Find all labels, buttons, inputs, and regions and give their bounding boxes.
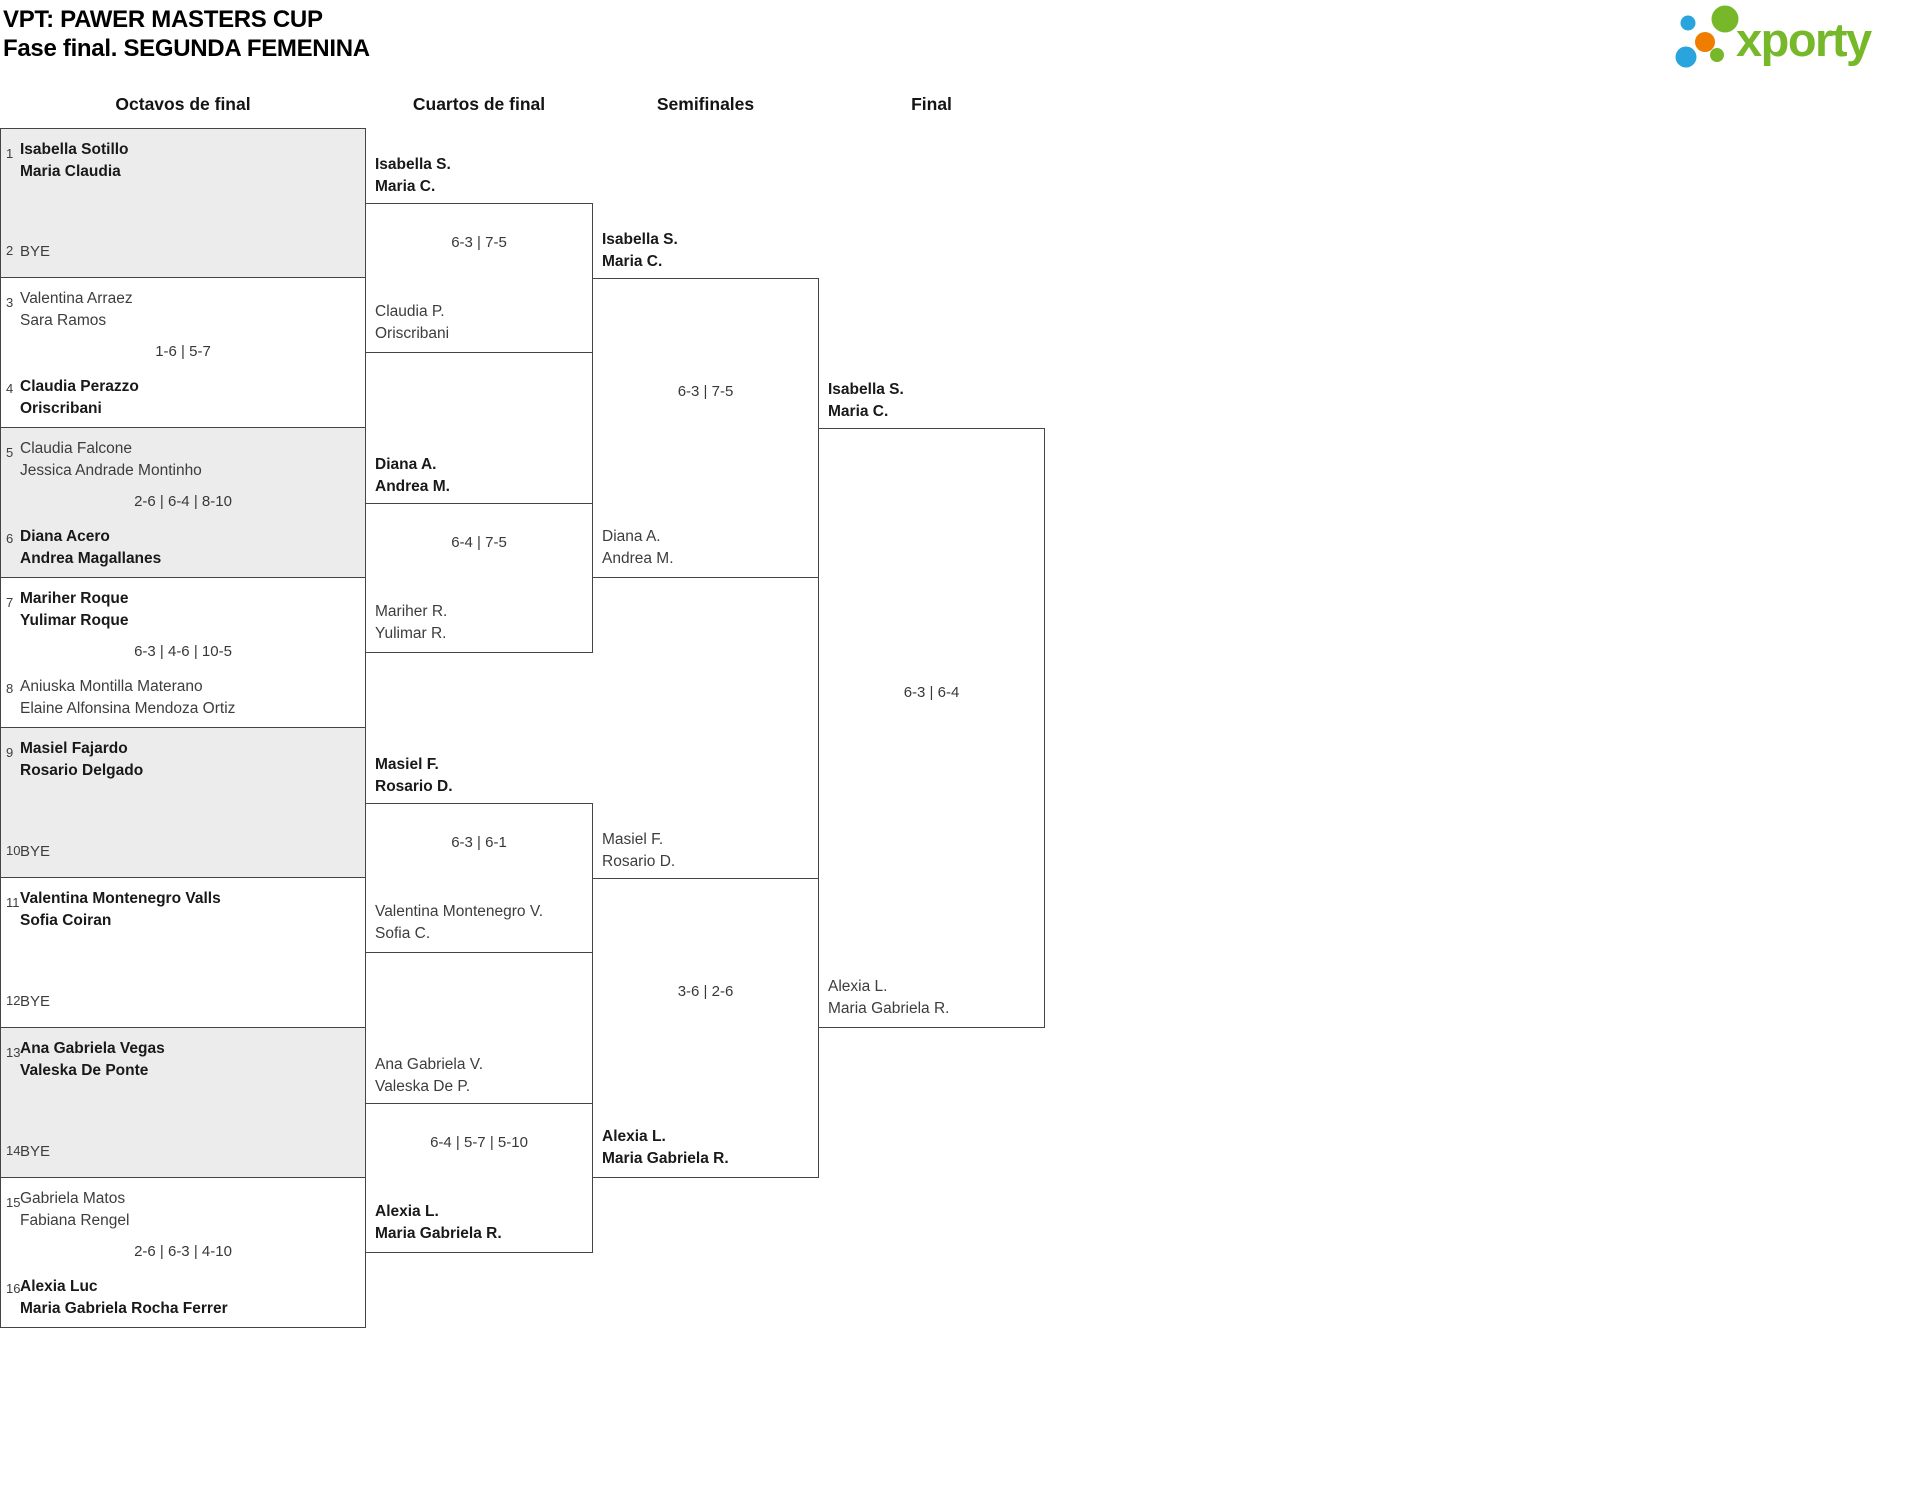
r16-match-3: 5 Claudia Falcone Jessica Andrade Montin… bbox=[0, 428, 366, 578]
team-name: Diana A. Andrea M. bbox=[602, 528, 674, 567]
team-name: Ana Gabriela V. Valeska De P. bbox=[375, 1056, 484, 1095]
match-score: 1-6 | 5-7 bbox=[155, 343, 211, 360]
seed-number: 6 bbox=[6, 531, 14, 546]
logo-wordmark: xporty bbox=[1736, 13, 1872, 66]
seed-number: 12 bbox=[6, 993, 21, 1008]
match-score: 3-6 | 2-6 bbox=[677, 983, 734, 1000]
seed-number: 3 bbox=[6, 295, 14, 310]
match-score: 6-3 | 7-5 bbox=[677, 383, 734, 400]
page-title: VPT: PAWER MASTERS CUP Fase final. SEGUN… bbox=[3, 5, 370, 63]
match-score: 6-3 | 6-1 bbox=[451, 834, 507, 851]
team-name: Mariher Roque Yulimar Roque bbox=[20, 590, 129, 629]
match-score: 2-6 | 6-3 | 4-10 bbox=[134, 1243, 232, 1260]
logo-dots-icon bbox=[1675, 5, 1739, 68]
seed-number: 10 bbox=[6, 843, 21, 858]
team-name: Alexia Luc Maria Gabriela Rocha Ferrer bbox=[20, 1278, 228, 1317]
final-match: Isabella S. Maria C. 6-3 | 6-4 Alexia L.… bbox=[818, 381, 1045, 1028]
bye-label: BYE bbox=[20, 1143, 51, 1160]
team-name: Isabella S. Maria C. bbox=[602, 231, 678, 270]
team-name: Valentina Montenegro Valls Sofia Coiran bbox=[20, 890, 221, 929]
seed-number: 4 bbox=[6, 381, 14, 396]
match-score: 6-4 | 5-7 | 5-10 bbox=[430, 1134, 528, 1151]
team-name: Isabella Sotillo Maria Claudia bbox=[20, 141, 129, 180]
r16-match-6: 11 Valentina Montenegro Valls Sofia Coir… bbox=[0, 878, 366, 1028]
bye-label: BYE bbox=[20, 843, 51, 860]
round-header-octavos: Octavos de final bbox=[115, 94, 251, 114]
team-name: Isabella S. Maria C. bbox=[828, 381, 904, 420]
team-name: Claudia Falcone Jessica Andrade Montinho bbox=[20, 440, 202, 479]
bye-label: BYE bbox=[20, 243, 51, 260]
qf-match-1: Isabella S. Maria C. 6-3 | 7-5 Claudia P… bbox=[365, 156, 593, 353]
tournament-title: VPT: PAWER MASTERS CUP bbox=[3, 6, 323, 33]
team-name: Diana A. Andrea M. bbox=[375, 456, 450, 495]
r16-match-2: 3 Valentina Arraez Sara Ramos 1-6 | 5-7 … bbox=[0, 278, 366, 428]
team-name: Isabella S. Maria C. bbox=[375, 156, 451, 195]
team-name: Masiel F. Rosario D. bbox=[375, 756, 453, 795]
qf-match-2: Diana A. Andrea M. 6-4 | 7-5 Mariher R. … bbox=[365, 456, 593, 653]
seed-number: 13 bbox=[6, 1045, 21, 1060]
match-score: 6-4 | 7-5 bbox=[451, 534, 507, 551]
team-name: Mariher R. Yulimar R. bbox=[375, 603, 448, 642]
seed-number: 14 bbox=[6, 1143, 21, 1158]
team-name: Gabriela Matos Fabiana Rengel bbox=[20, 1190, 130, 1229]
seed-number: 2 bbox=[6, 243, 14, 258]
team-name: Alexia L. Maria Gabriela R. bbox=[828, 978, 950, 1017]
seed-number: 16 bbox=[6, 1281, 21, 1296]
team-name: Diana Acero Andrea Magallanes bbox=[20, 528, 162, 567]
r16-match-1: 1 Isabella Sotillo Maria Claudia 2 BYE bbox=[0, 128, 366, 278]
qf-match-3: Masiel F. Rosario D. 6-3 | 6-1 Valentina… bbox=[365, 756, 593, 953]
sf-match-1: Isabella S. Maria C. 6-3 | 7-5 Diana A. … bbox=[592, 231, 819, 578]
round-header-cuartos: Cuartos de final bbox=[412, 94, 546, 114]
seed-number: 15 bbox=[6, 1195, 21, 1210]
r16-match-8: 15 Gabriela Matos Fabiana Rengel 2-6 | 6… bbox=[0, 1178, 366, 1328]
r16-match-7: 13 Ana Gabriela Vegas Valeska De Ponte 1… bbox=[0, 1028, 366, 1178]
team-name: Valentina Arraez Sara Ramos bbox=[20, 290, 133, 329]
sf-match-2: Masiel F. Rosario D. 3-6 | 2-6 Alexia L.… bbox=[592, 831, 819, 1178]
team-name: Aniuska Montilla Materano Elaine Alfonsi… bbox=[20, 678, 236, 717]
xporty-logo[interactable]: xporty bbox=[1672, 0, 1920, 72]
seed-number: 9 bbox=[6, 745, 14, 760]
r16-match-5: 9 Masiel Fajardo Rosario Delgado 10 BYE bbox=[0, 728, 366, 878]
match-score: 6-3 | 4-6 | 10-5 bbox=[134, 643, 232, 660]
bye-label: BYE bbox=[20, 993, 51, 1010]
team-name: Alexia L. Maria Gabriela R. bbox=[602, 1128, 729, 1167]
seed-number: 1 bbox=[6, 146, 14, 161]
team-name: Claudia Perazzo Oriscribani bbox=[20, 378, 139, 417]
round-header-final: Final bbox=[911, 94, 952, 114]
match-score: 2-6 | 6-4 | 8-10 bbox=[134, 493, 232, 510]
team-name: Valentina Montenegro V. Sofia C. bbox=[375, 903, 544, 942]
seed-number: 5 bbox=[6, 445, 14, 460]
seed-number: 8 bbox=[6, 681, 14, 696]
r16-match-4: 7 Mariher Roque Yulimar Roque 6-3 | 4-6 … bbox=[0, 578, 366, 728]
team-name: Masiel F. Rosario D. bbox=[602, 831, 676, 870]
qf-match-4: Ana Gabriela V. Valeska De P. 6-4 | 5-7 … bbox=[365, 1056, 593, 1253]
team-name: Ana Gabriela Vegas Valeska De Ponte bbox=[20, 1040, 165, 1079]
seed-number: 7 bbox=[6, 595, 14, 610]
match-score: 6-3 | 7-5 bbox=[451, 234, 507, 251]
round-header-semifinales: Semifinales bbox=[656, 94, 755, 114]
team-name: Claudia P. Oriscribani bbox=[375, 303, 450, 342]
match-score: 6-3 | 6-4 bbox=[903, 684, 960, 701]
team-name: Alexia L. Maria Gabriela R. bbox=[375, 1203, 502, 1242]
team-name: Masiel Fajardo Rosario Delgado bbox=[20, 740, 144, 779]
seed-number: 11 bbox=[6, 895, 20, 910]
phase-subtitle: Fase final. SEGUNDA FEMENINA bbox=[3, 35, 370, 62]
